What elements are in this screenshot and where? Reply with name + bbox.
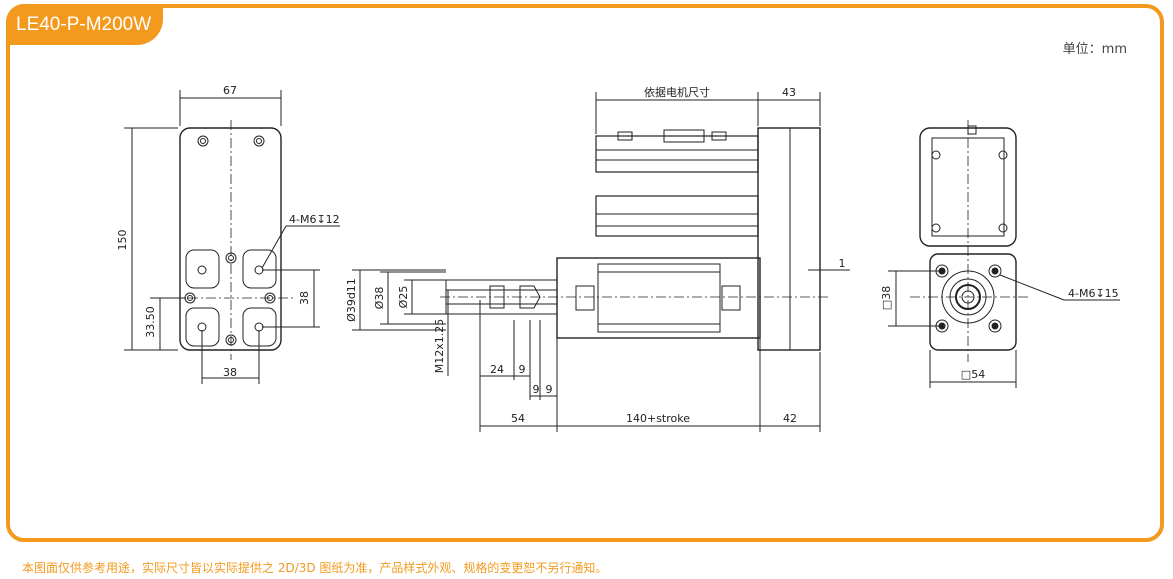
dim-38-left: 38 — [298, 291, 311, 305]
hole-spec-left: 4-M6↧12 — [289, 213, 340, 226]
dim-9-b: 9 — [533, 383, 540, 396]
dim-9-a: 9 — [519, 363, 526, 376]
dim-150: 150 — [116, 230, 129, 251]
dim-38-bottom: 38 — [223, 366, 237, 379]
model-title: LE40-P-M200W — [6, 4, 164, 45]
dim-sq38: □38 — [880, 286, 893, 310]
dim-dia-38: Ø38 — [373, 287, 386, 310]
dim-dia-25: Ø25 — [397, 286, 410, 309]
dim-33-50: 33.50 — [144, 306, 157, 338]
dim-43: 43 — [782, 86, 796, 99]
dim-motor: 依据电机尺寸 — [644, 85, 710, 99]
dim-m12: M12x1.25 — [433, 319, 446, 374]
dim-stroke: 140+stroke — [626, 412, 690, 425]
hole-spec-right: 4-M6↧15 — [1068, 287, 1119, 300]
right-view — [888, 120, 1120, 388]
dim-1: 1 — [839, 257, 846, 270]
dim-54: 54 — [511, 412, 525, 425]
dim-dia-39d11: Ø39d11 — [345, 278, 358, 322]
dim-24: 24 — [490, 363, 504, 376]
unit-label: 单位：mm — [1062, 42, 1127, 57]
center-view — [352, 92, 850, 432]
dim-42: 42 — [783, 412, 797, 425]
footer-disclaimer: 本图面仅供参考用途，实际尺寸皆以实际提供之 2D/3D 图纸为准，产品样式外观、… — [22, 561, 608, 575]
dim-67: 67 — [223, 84, 237, 97]
drawing-frame — [6, 4, 1164, 542]
left-view — [124, 90, 340, 384]
dim-9-c: 9 — [546, 383, 553, 396]
dim-sq54: □54 — [961, 368, 985, 381]
